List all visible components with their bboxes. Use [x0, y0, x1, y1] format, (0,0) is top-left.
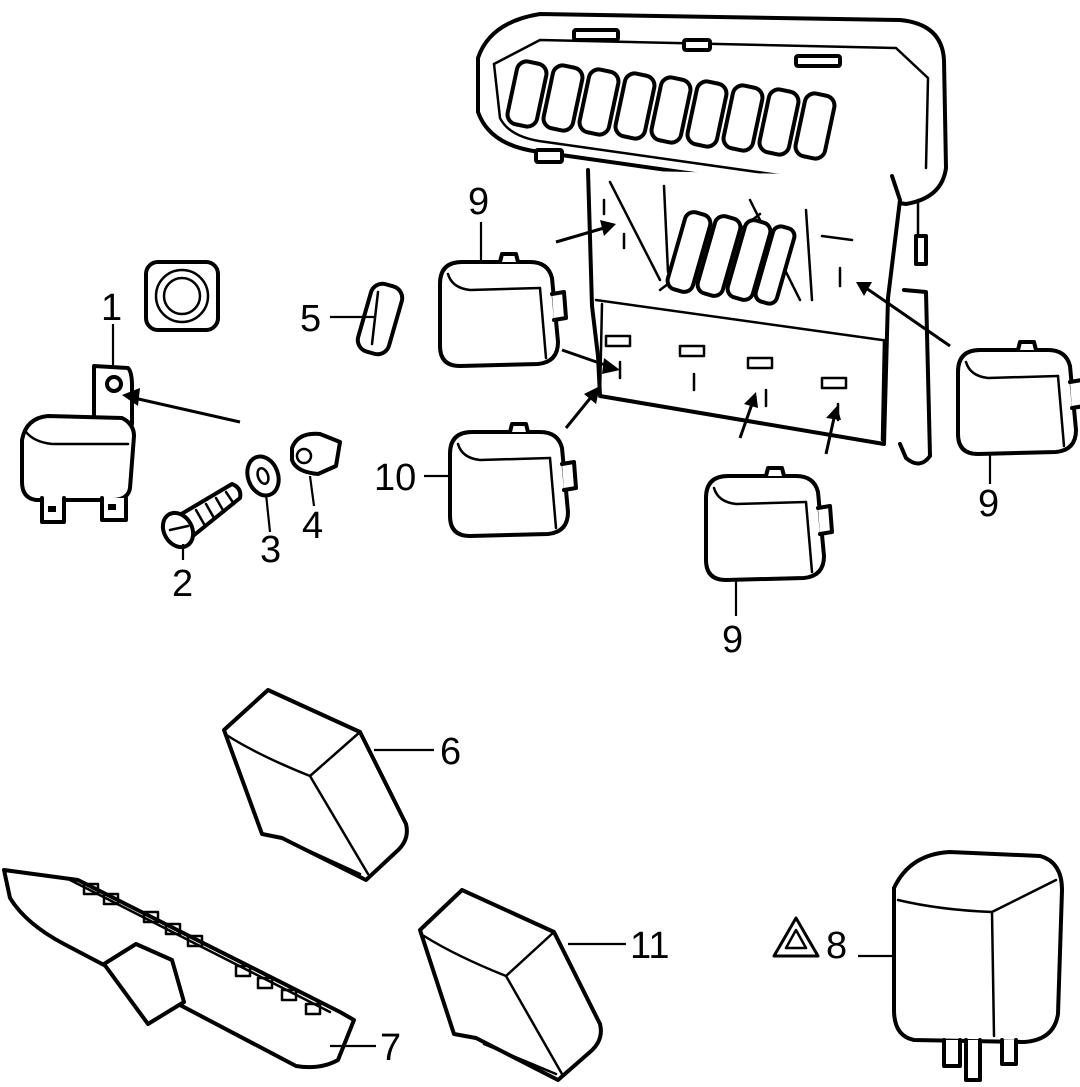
leader-lines [111, 222, 992, 1048]
callout-3: 3 [260, 529, 281, 571]
grommet [144, 260, 220, 332]
callout-8: 8 [826, 925, 847, 967]
relay-10 [448, 422, 578, 538]
washer [245, 454, 281, 498]
callout-4: 4 [302, 505, 323, 547]
callout-10: 10 [374, 457, 416, 499]
callout-5: 5 [300, 298, 321, 340]
relay-8 [892, 850, 1064, 1082]
relay-9-lower [704, 466, 834, 582]
clip-nut [290, 431, 342, 476]
relay-9-upper-left [438, 252, 568, 368]
relay-9-right [956, 340, 1080, 456]
screw [160, 482, 243, 550]
connector-bar-7 [2, 868, 356, 1070]
fuse-cartridge [355, 281, 405, 357]
callout-1: 1 [101, 287, 122, 329]
callout-6: 6 [440, 731, 461, 773]
relay-with-bracket [20, 364, 136, 524]
callout-9-lower: 9 [722, 619, 743, 661]
callout-2: 2 [172, 563, 193, 605]
callout-7: 7 [380, 1027, 401, 1069]
assembly-arrows [122, 220, 951, 455]
control-unit-11 [418, 888, 603, 1082]
warning-triangle-icon [772, 916, 820, 958]
fuse-relay-box [476, 12, 948, 466]
callout-9-upper: 9 [468, 181, 489, 223]
callout-9-right: 9 [978, 483, 999, 525]
callout-11: 11 [630, 925, 669, 967]
fuse-row [505, 59, 837, 161]
control-unit-6 [222, 688, 409, 882]
